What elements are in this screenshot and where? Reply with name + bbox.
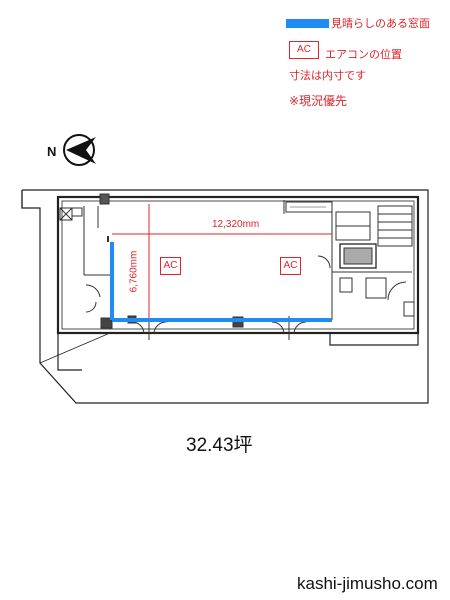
ac-unit-left: AC xyxy=(160,257,181,275)
view-window-swatch xyxy=(286,18,329,28)
view-windows xyxy=(110,242,332,322)
floor-area-label: 32.43坪 xyxy=(186,435,253,456)
priority-note: ※現況優先 xyxy=(289,94,348,108)
site-outline xyxy=(21,189,429,404)
ac-legend-symbol: AC xyxy=(289,41,319,59)
ac-unit-right: AC xyxy=(280,257,301,275)
compass-icon: N xyxy=(47,134,96,166)
building-walls xyxy=(39,195,420,371)
compass-north-label: N xyxy=(47,144,56,159)
depth-dimension-label: 6,760mm xyxy=(128,249,140,294)
legend-view-window: 見晴らしのある窓面 xyxy=(286,15,430,31)
left-core xyxy=(59,193,113,329)
dimension-lines xyxy=(112,204,332,320)
legend-ac: AC エアコンの位置 xyxy=(289,38,402,62)
width-dimension-label: 12,320mm xyxy=(211,219,261,230)
right-core xyxy=(283,200,415,320)
dimension-note: 寸法は内寸です xyxy=(289,69,366,82)
site-url: kashi-jimusho.com xyxy=(297,574,438,593)
ac-legend-label: エアコンの位置 xyxy=(325,48,402,61)
view-window-legend-label: 見晴らしのある窓面 xyxy=(331,17,430,30)
